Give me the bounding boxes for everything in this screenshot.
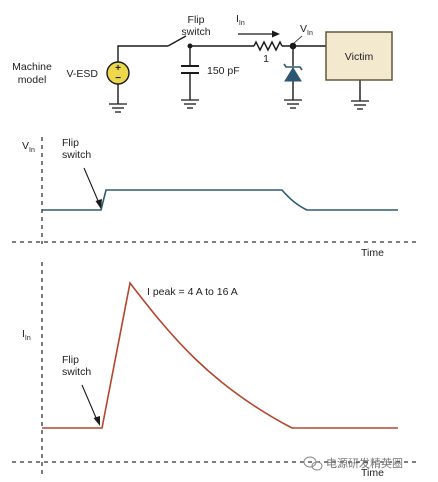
voltage-plot-flip-label: Flip xyxy=(62,137,79,149)
voltage-source-icon xyxy=(106,61,130,85)
voltage-plot-y-label: VIn xyxy=(22,140,35,154)
wechat-icon xyxy=(303,456,323,471)
watermark-text: 电源研发精英圈 xyxy=(326,456,403,470)
ground-icon xyxy=(109,103,127,113)
watermark: 电源研发精英圈 xyxy=(303,456,403,471)
current-flip-arrowhead-icon xyxy=(93,416,100,426)
current-plot-flip-label-2: switch xyxy=(62,366,91,378)
ground-icons xyxy=(109,99,369,113)
source-minus-icon: − xyxy=(115,73,121,84)
ground-icon xyxy=(351,100,369,110)
voltage-flip-arrow-icon xyxy=(83,167,100,204)
victim-label: Victim xyxy=(345,51,374,63)
machine-model-label-2: model xyxy=(18,74,47,86)
current-peak-label: I peak = 4 A to 16 A xyxy=(147,286,238,298)
current-label: IIn xyxy=(236,13,245,27)
voltage-plot: VIn Flip switch Time xyxy=(12,137,420,259)
victim-box xyxy=(325,31,393,81)
circuit-schematic xyxy=(117,35,361,104)
ground-icon xyxy=(284,99,302,109)
flip-switch-label: Flip xyxy=(188,14,205,26)
current-plot-y-label: IIn xyxy=(22,328,31,342)
wire-source-top xyxy=(117,45,168,62)
switch-blade xyxy=(167,35,187,47)
capacitor-label: 150 pF xyxy=(207,65,240,77)
resistor-label: 1 xyxy=(263,53,269,65)
source-plus-icon: + xyxy=(115,63,121,74)
flip-switch-label-2: switch xyxy=(181,26,210,38)
voltage-flip-arrowhead-icon xyxy=(95,199,102,209)
voltage-plot-flip-label-2: switch xyxy=(62,149,91,161)
voltage-plot-x-label: Time xyxy=(361,247,384,259)
current-flip-arrow-icon xyxy=(81,384,98,421)
resistor xyxy=(253,40,283,52)
source-label: V-ESD xyxy=(66,68,98,80)
machine-model-label: Machine xyxy=(12,61,52,73)
current-plot: IIn I peak = 4 A to 16 A Flip switch Tim… xyxy=(12,262,420,479)
zener-diode-icon xyxy=(284,67,302,82)
current-trace xyxy=(42,281,398,429)
vin-pointer xyxy=(292,35,303,45)
current-plot-flip-label: Flip xyxy=(62,354,79,366)
voltage-trace xyxy=(42,189,398,211)
zener-cathode-bar xyxy=(283,63,303,71)
ground-icon xyxy=(181,99,199,109)
current-arrowhead-icon xyxy=(272,30,280,38)
current-plot-x-label: Time xyxy=(361,467,384,479)
voltage-label: VIn xyxy=(300,23,313,37)
